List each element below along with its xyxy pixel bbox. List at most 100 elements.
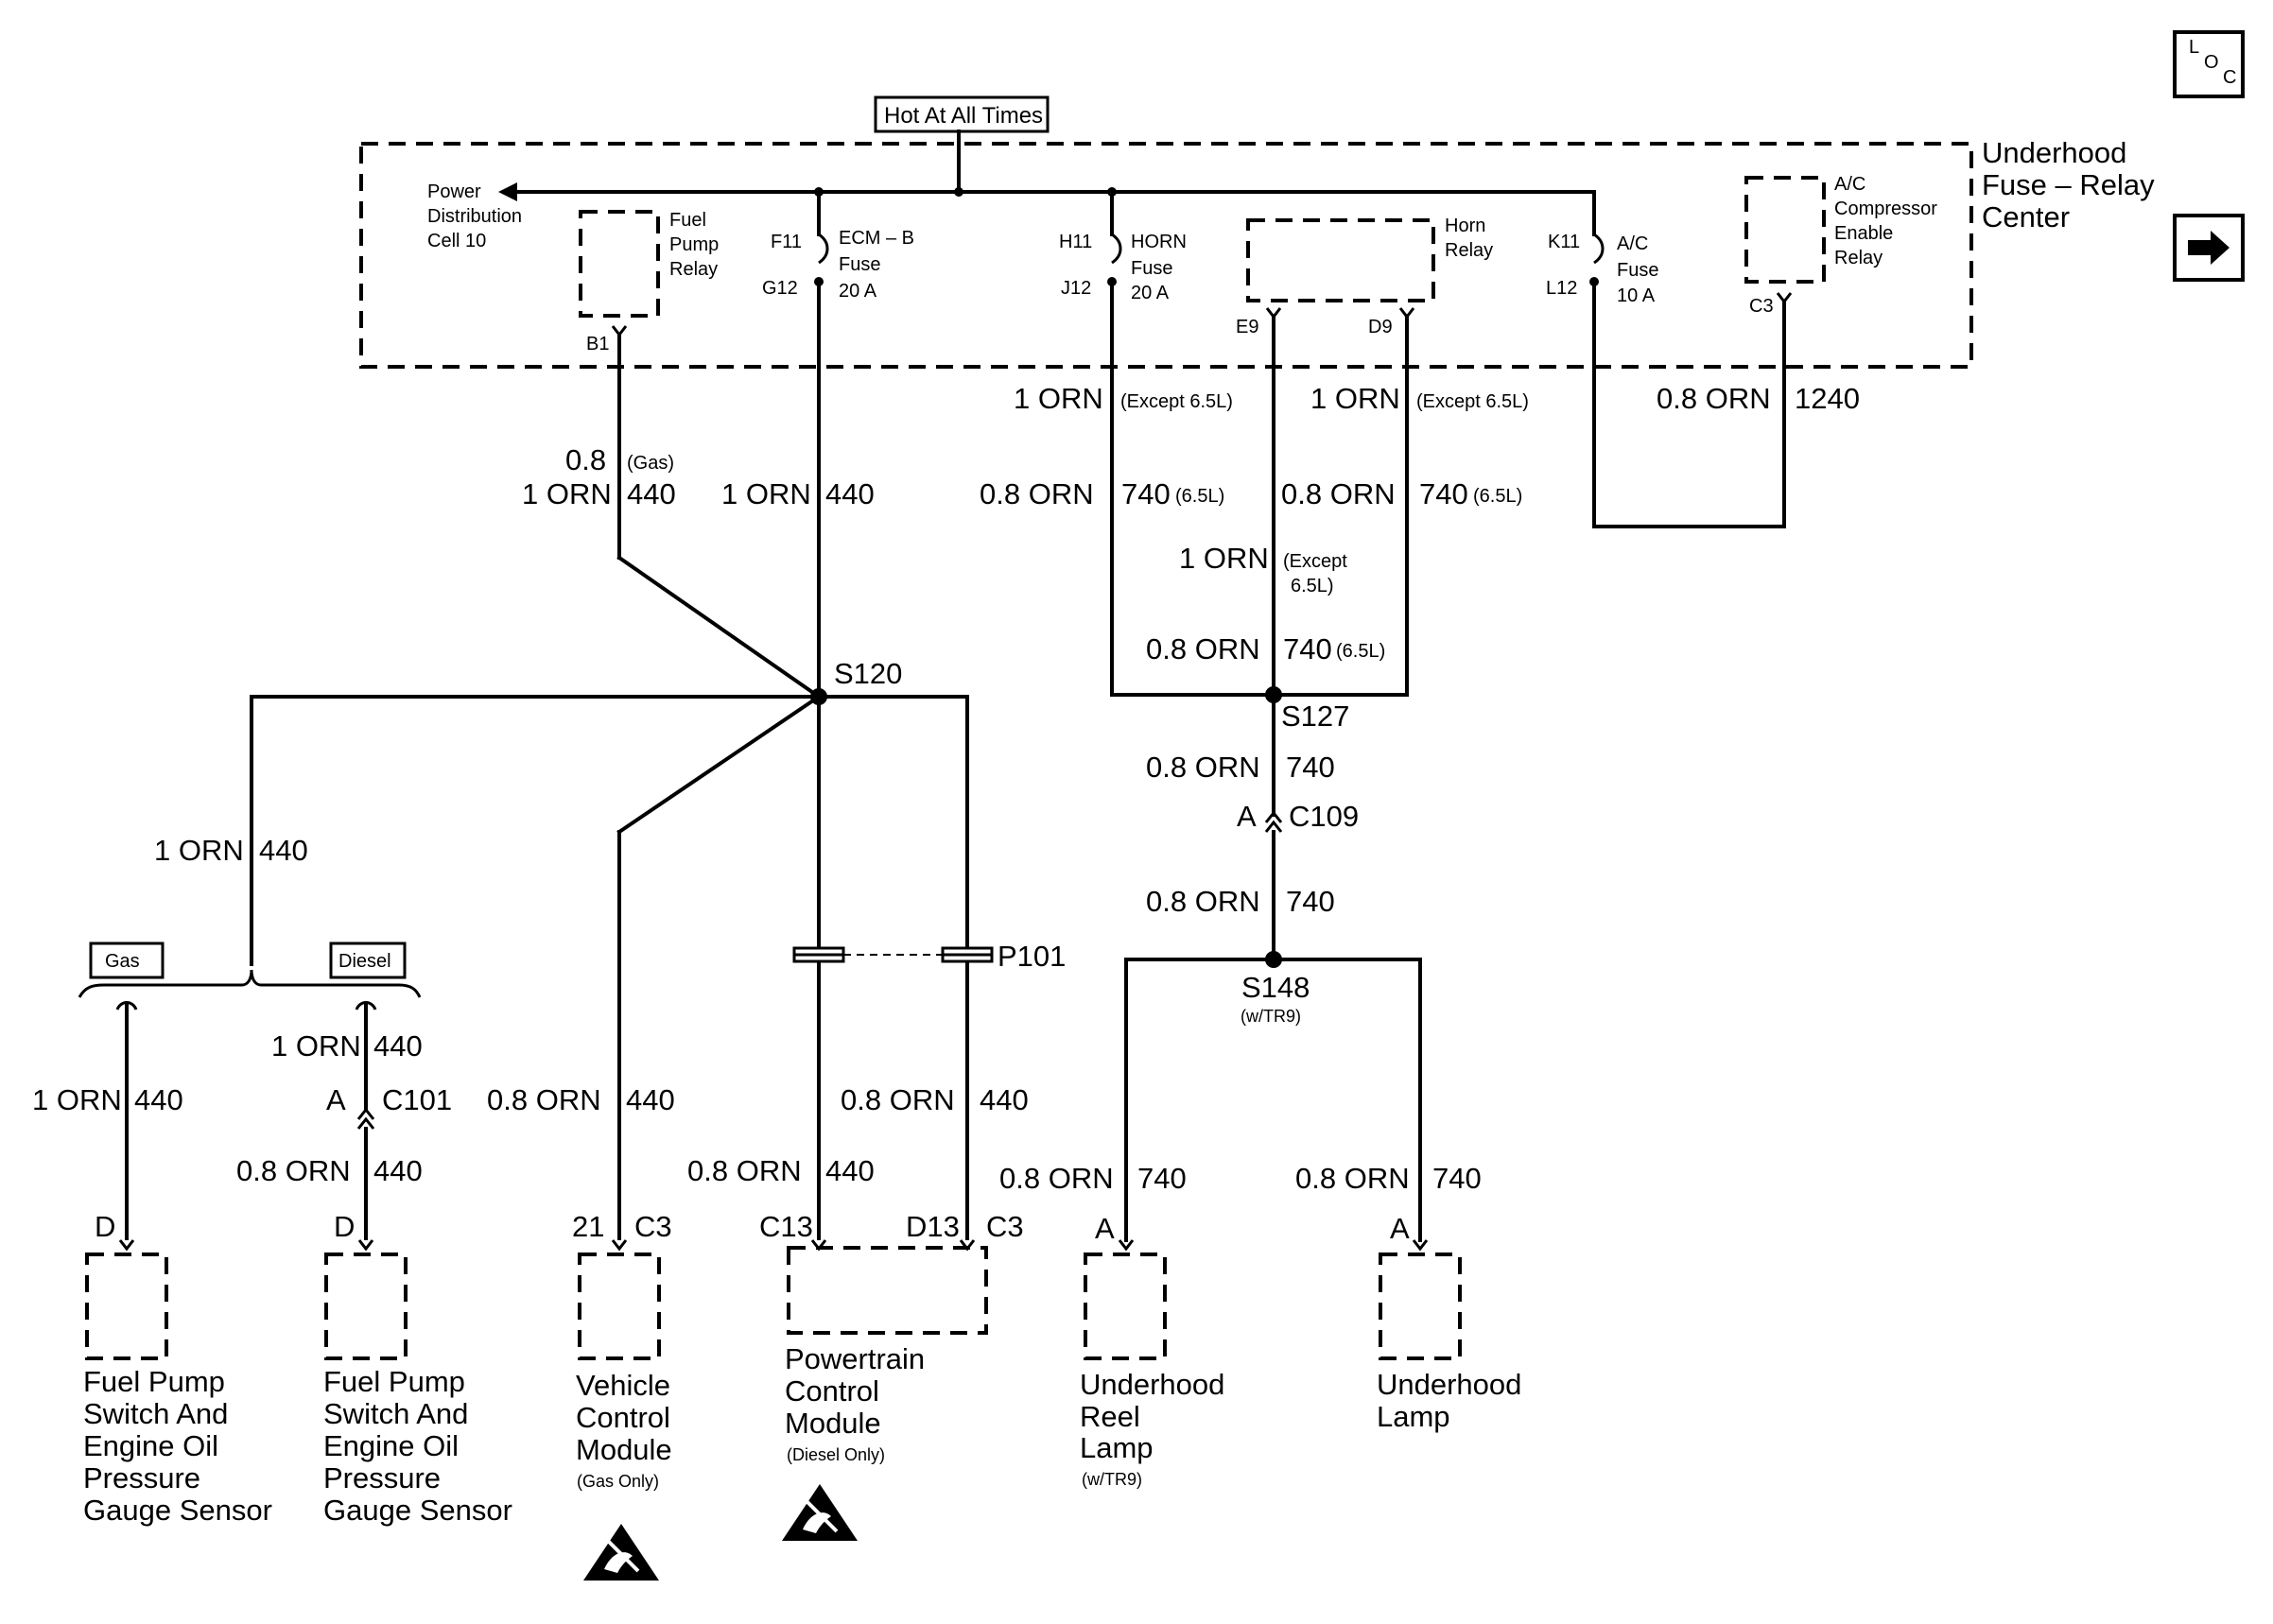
c109-wire-color: 0.8 ORN bbox=[1146, 885, 1260, 918]
dsl-top-wire-circuit: 440 bbox=[373, 1029, 423, 1063]
vcm-note: (Gas Only) bbox=[577, 1472, 659, 1491]
mid2-circuit: 740 bbox=[1283, 632, 1332, 665]
pcm-label-3: Module bbox=[785, 1407, 881, 1440]
horn-relay-box bbox=[1246, 218, 1435, 302]
fp-gas-line-2: Switch And bbox=[83, 1397, 228, 1430]
c109-pin: A bbox=[1237, 800, 1257, 833]
pdc-label-2: Distribution bbox=[427, 206, 522, 227]
vcm-pin: 21 bbox=[572, 1210, 604, 1243]
underhood-lamp-box bbox=[1379, 1253, 1462, 1360]
ac-fuse-top-pin: K11 bbox=[1548, 232, 1580, 252]
vcm-label-3: Module bbox=[576, 1433, 672, 1466]
b1-wire-color: 1 ORN bbox=[522, 477, 612, 510]
horn-relay-pin-e9: E9 bbox=[1236, 317, 1258, 337]
reel-wire-color: 0.8 ORN bbox=[999, 1162, 1114, 1195]
ecm-fuse-label-1: ECM – B bbox=[839, 228, 914, 249]
horn-b-note: (6.5L) bbox=[1175, 486, 1224, 507]
c101-label: C101 bbox=[382, 1083, 452, 1116]
fp-dsl-line-4: Pressure bbox=[323, 1461, 441, 1494]
fuel-pump-switch-diesel-box bbox=[324, 1253, 408, 1360]
lamp-wire-color: 0.8 ORN bbox=[1295, 1162, 1410, 1195]
fp-dsl-line-3: Engine Oil bbox=[323, 1429, 459, 1462]
ac-relay-label-1: A/C bbox=[1834, 174, 1865, 195]
gas-option-tag bbox=[89, 942, 165, 979]
horn-relay-label-1: Horn bbox=[1445, 216, 1485, 236]
ac-wire-color: 0.8 ORN bbox=[1657, 382, 1771, 415]
fp-dsl-line-1: Fuel Pump bbox=[323, 1365, 465, 1398]
s127-label: S127 bbox=[1281, 700, 1349, 733]
lamp-wire-circuit: 740 bbox=[1432, 1162, 1482, 1195]
horn-a-color: 1 ORN bbox=[1014, 382, 1103, 415]
vcm-wire-circuit: 440 bbox=[626, 1083, 675, 1116]
fp-gas-line-3: Engine Oil bbox=[83, 1429, 218, 1462]
p101-label: P101 bbox=[998, 940, 1066, 973]
gas-wire-circuit: 440 bbox=[134, 1083, 183, 1116]
vcm-label-2: Control bbox=[576, 1401, 670, 1434]
pcm-label-2: Control bbox=[785, 1374, 879, 1408]
fuel-pump-relay-box bbox=[579, 210, 660, 318]
horn-relay-label-2: Relay bbox=[1445, 240, 1493, 261]
esd-warning-icon bbox=[583, 1524, 659, 1581]
vcm-wire-color: 0.8 ORN bbox=[487, 1083, 601, 1116]
pcm-l-wire-circuit: 440 bbox=[825, 1154, 875, 1187]
loc-icon[interactable]: L O C bbox=[2173, 30, 2245, 98]
ac-relay-label-2: Compressor bbox=[1834, 199, 1937, 219]
dsl-top-wire-color: 1 ORN bbox=[271, 1029, 361, 1063]
c101-pin: A bbox=[326, 1083, 346, 1116]
fp-dsl-line-2: Switch And bbox=[323, 1397, 468, 1430]
gas-diesel-option-bracket bbox=[78, 969, 422, 998]
reel-label-3: Lamp bbox=[1080, 1431, 1154, 1464]
lamp-pin: A bbox=[1390, 1212, 1410, 1245]
vcm-label-1: Vehicle bbox=[576, 1369, 670, 1402]
ac-fuse-bot-pin: L12 bbox=[1546, 278, 1577, 299]
s148-label: S148 bbox=[1241, 971, 1310, 1004]
hot-at-all-times-label: Hot At All Times bbox=[884, 103, 1043, 129]
underhood-fuse-relay-center-box bbox=[359, 142, 1973, 369]
reel-label-2: Reel bbox=[1080, 1400, 1140, 1433]
center-label-2: Fuse – Relay bbox=[1982, 168, 2155, 201]
e9b-circuit: 740 bbox=[1419, 477, 1468, 510]
b1-wire-size: 0.8 bbox=[565, 443, 606, 476]
fp-gas-line-1: Fuel Pump bbox=[83, 1365, 225, 1398]
ac-compressor-relay-box bbox=[1744, 176, 1826, 284]
fuel-relay-label-1: Fuel bbox=[669, 210, 706, 231]
c109-label: C109 bbox=[1289, 800, 1359, 833]
ecm-wire-circuit: 440 bbox=[825, 477, 875, 510]
reel-note: (w/TR9) bbox=[1082, 1470, 1142, 1489]
s127-wire-color: 0.8 ORN bbox=[1146, 751, 1260, 784]
e9b-color: 0.8 ORN bbox=[1281, 477, 1396, 510]
b1-wire-circuit: 440 bbox=[627, 477, 676, 510]
vehicle-control-module-box bbox=[578, 1253, 661, 1360]
next-arrow-icon[interactable] bbox=[2173, 214, 2245, 282]
fuel-pump-switch-gas-box bbox=[85, 1253, 168, 1360]
horn-fuse-label-1: HORN bbox=[1131, 232, 1187, 252]
left-wire-circuit: 440 bbox=[259, 834, 308, 867]
fp-dsl-line-5: Gauge Sensor bbox=[323, 1494, 512, 1527]
svg-text:C: C bbox=[2223, 67, 2236, 88]
horn-fuse-label-2: Fuse bbox=[1131, 258, 1172, 279]
mid-note-1: (Except bbox=[1283, 551, 1347, 572]
pcm-label-1: Powertrain bbox=[785, 1342, 925, 1375]
fuel-relay-pin: B1 bbox=[586, 334, 609, 354]
gas-option-label: Gas bbox=[105, 951, 140, 972]
mid-color: 1 ORN bbox=[1179, 542, 1269, 575]
ac-fuse-label-3: 10 A bbox=[1617, 285, 1656, 306]
horn-b-circuit: 740 bbox=[1121, 477, 1171, 510]
e9-note: (Except 6.5L) bbox=[1416, 391, 1529, 412]
reel-pin: A bbox=[1095, 1212, 1115, 1245]
underhood-reel-lamp-box bbox=[1084, 1253, 1167, 1360]
pcm-pin-d13: D13 bbox=[906, 1210, 960, 1243]
gas-wire-color: 1 ORN bbox=[32, 1083, 122, 1116]
ac-relay-pin: C3 bbox=[1749, 296, 1774, 317]
esd-warning-icon bbox=[782, 1484, 858, 1541]
ac-wire-circuit: 1240 bbox=[1795, 382, 1860, 415]
pcm-r-wire-circuit: 440 bbox=[980, 1083, 1029, 1116]
vcm-conn: C3 bbox=[634, 1210, 672, 1243]
fp-gas-line-5: Gauge Sensor bbox=[83, 1494, 272, 1527]
mid2-color: 0.8 ORN bbox=[1146, 632, 1260, 665]
s127-wire-circuit: 740 bbox=[1286, 751, 1335, 784]
svg-text:L: L bbox=[2189, 37, 2199, 58]
arrow-to-pdc bbox=[498, 182, 517, 201]
horn-fuse-top-pin: H11 bbox=[1059, 232, 1092, 252]
horn-b-color: 0.8 ORN bbox=[980, 477, 1094, 510]
